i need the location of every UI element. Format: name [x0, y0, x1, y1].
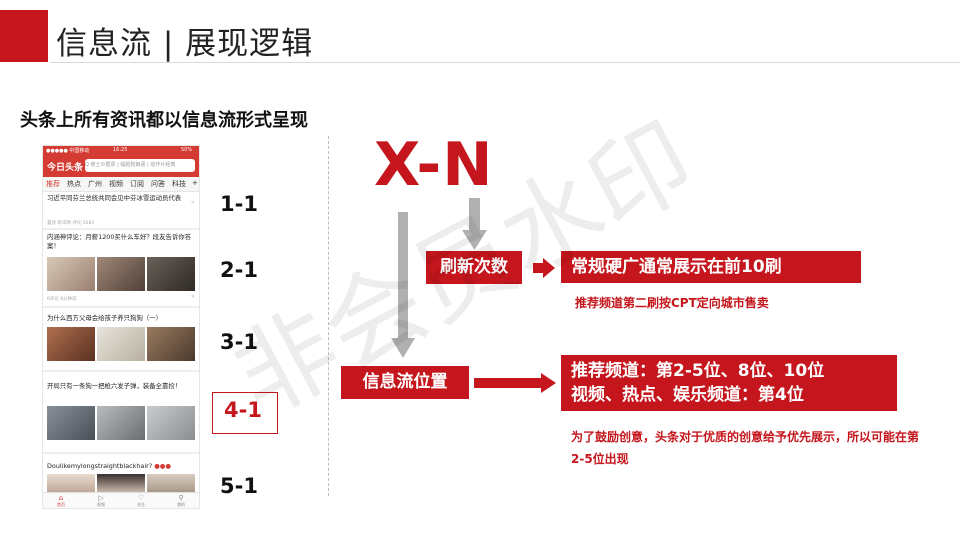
- home-icon: ⌂: [58, 494, 64, 502]
- refresh-result-box: 常规硬广通常展示在前10刷: [561, 251, 861, 283]
- position-result-line2: 视频、热点、娱乐频道：第4位: [571, 385, 804, 405]
- title-accent-block: [0, 10, 48, 62]
- feed-item-title-text: Doulikemylongstraightblackhair?: [47, 462, 153, 470]
- dashed-divider: [328, 136, 329, 496]
- grey-arrow-shaft-2: [398, 212, 408, 338]
- position-label-5: 5-1: [220, 474, 258, 498]
- nav-home[interactable]: ⌂首页: [57, 494, 65, 507]
- tab-qa[interactable]: 问答: [151, 180, 165, 188]
- tab-recommend[interactable]: 推荐: [46, 180, 60, 188]
- status-carrier: ●●●●● 中国移动: [46, 148, 90, 154]
- red-arrow-head-2: [541, 373, 556, 393]
- feed-item-title[interactable]: Doulikemylongstraightblackhair? ●●●: [47, 462, 197, 471]
- tab-guangzhou[interactable]: 广州: [88, 180, 102, 188]
- dismiss-icon[interactable]: ✕: [190, 294, 195, 300]
- tab-add[interactable]: +: [192, 179, 198, 187]
- refresh-note: 推荐频道第二刷按CPT定向城市售卖: [575, 296, 769, 310]
- tab-subscribe[interactable]: 订阅: [130, 180, 144, 188]
- formula-xn: X-N: [374, 130, 494, 200]
- tab-hot[interactable]: 热点: [67, 180, 81, 188]
- feed-thumbnail: [147, 257, 195, 291]
- subtitle: 头条上所有资讯都以信息流形式呈现: [20, 110, 308, 131]
- feed-item-meta: 6评论 8分钟前: [47, 297, 77, 302]
- grey-arrow-shaft-1: [469, 198, 480, 230]
- header-divider: [50, 62, 960, 63]
- nav-mine[interactable]: ⚲我的: [177, 494, 185, 507]
- heart-icon: ♡: [137, 494, 145, 502]
- emoji-lips-icon: ●●●: [154, 462, 171, 470]
- feed-separator: [43, 452, 199, 454]
- feed-separator: [43, 228, 199, 230]
- feed-separator: [43, 370, 199, 372]
- position-note: 为了鼓励创意，头条对于优质的创意给予优先展示，所以可能在第2-5位出现: [571, 430, 920, 466]
- phone-channel-tabs: 推荐 热点 广州 视频 订阅 问答 科技 +: [43, 177, 199, 192]
- position-result-line1: 推荐频道：第2-5位、8位、10位: [571, 361, 825, 381]
- page-title: 信息流 | 展现逻辑: [56, 26, 314, 62]
- feed-item-title[interactable]: 习近平同芬兰总统共同会见中芬冰雪运动员代表: [47, 194, 182, 202]
- feed-item-title[interactable]: 开局只有一条狗一把枪六发子弹，装备全靠捡！: [47, 382, 182, 390]
- user-icon: ⚲: [178, 494, 184, 502]
- nav-video[interactable]: ▷视频: [97, 494, 105, 507]
- grey-arrow-head-2: [391, 338, 415, 358]
- feed-separator: [43, 306, 199, 308]
- phone-app-header: 今日头条 Q 搜土炎据票 | 幅脸狗娘语 | 动作片经典: [43, 155, 199, 177]
- feed-item-title[interactable]: 为什么西方父母会给孩子养只狗狗（一）: [47, 314, 163, 322]
- nav-follow[interactable]: ♡关注: [137, 494, 145, 507]
- red-arrow-shaft-1: [533, 263, 545, 273]
- position-label-2: 2-1: [220, 258, 258, 282]
- position-highlight-box: [212, 392, 278, 434]
- feed-thumbnail: [47, 327, 95, 361]
- position-label-1: 1-1: [220, 192, 258, 216]
- app-logo: 今日头条: [47, 163, 84, 173]
- red-arrow-head-1: [543, 258, 555, 278]
- feed-thumbnail: [97, 327, 145, 361]
- phone-status-bar: ●●●●● 中国移动 16:25 50%: [43, 146, 199, 155]
- feed-thumbnail: [97, 474, 145, 492]
- feed-thumbnail: [47, 474, 95, 492]
- position-label-4: 4-1: [224, 398, 262, 422]
- status-battery: 50%: [181, 147, 193, 153]
- feed-thumbnail: [147, 474, 195, 492]
- position-result-box: 推荐频道：第2-5位、8位、10位 视频、热点、娱乐频道：第4位: [561, 355, 897, 411]
- feed-thumbnail: [47, 406, 95, 440]
- dismiss-icon[interactable]: ✕: [190, 200, 195, 206]
- tab-video[interactable]: 视频: [109, 180, 123, 188]
- tab-tech[interactable]: 科技: [172, 180, 186, 188]
- feed-thumbnail: [47, 257, 95, 291]
- feed-item-title[interactable]: 内涵神评论：月薪1200买什么车好？段友告诉你答案！: [47, 233, 192, 250]
- feed-position-box: 信息流位置: [341, 366, 469, 399]
- feed-thumbnail: [97, 257, 145, 291]
- red-arrow-shaft-2: [474, 378, 542, 388]
- refresh-count-box: 刷新次数: [426, 251, 522, 284]
- status-time: 16:25: [113, 147, 128, 153]
- feed-item-meta: 置顶 新华网 评论 5683: [47, 221, 95, 226]
- position-label-3: 3-1: [220, 330, 258, 354]
- feed-thumbnail: [147, 406, 195, 440]
- phone-bottom-nav: ⌂首页 ▷视频 ♡关注 ⚲我的: [43, 492, 199, 508]
- feed-thumbnail: [147, 327, 195, 361]
- grey-arrow-head-1: [462, 230, 487, 250]
- phone-screenshot: ●●●●● 中国移动 16:25 50% 今日头条 Q 搜土炎据票 | 幅脸狗娘…: [42, 145, 200, 509]
- feed-thumbnail: [97, 406, 145, 440]
- play-icon: ▷: [98, 494, 104, 502]
- phone-search-input[interactable]: Q 搜土炎据票 | 幅脸狗娘语 | 动作片经典: [85, 159, 195, 172]
